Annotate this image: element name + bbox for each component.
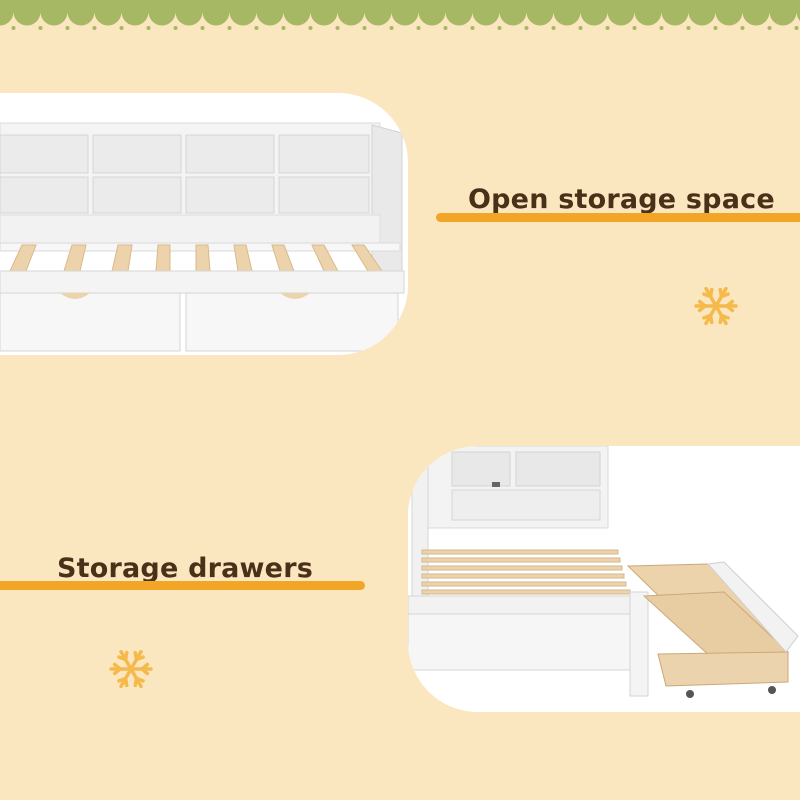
caption-storage-drawers: Storage drawers: [57, 553, 313, 584]
daybed-shelf-photo: [0, 93, 408, 355]
caption-open-storage: Open storage space: [468, 184, 775, 215]
accent-bar-top: [436, 213, 800, 222]
scallop-border: [0, 0, 800, 30]
accent-bar-bottom: [0, 581, 365, 590]
bed-drawers-photo: [408, 446, 800, 712]
snowflake-icon: [109, 649, 153, 689]
snowflake-icon: [694, 286, 738, 326]
